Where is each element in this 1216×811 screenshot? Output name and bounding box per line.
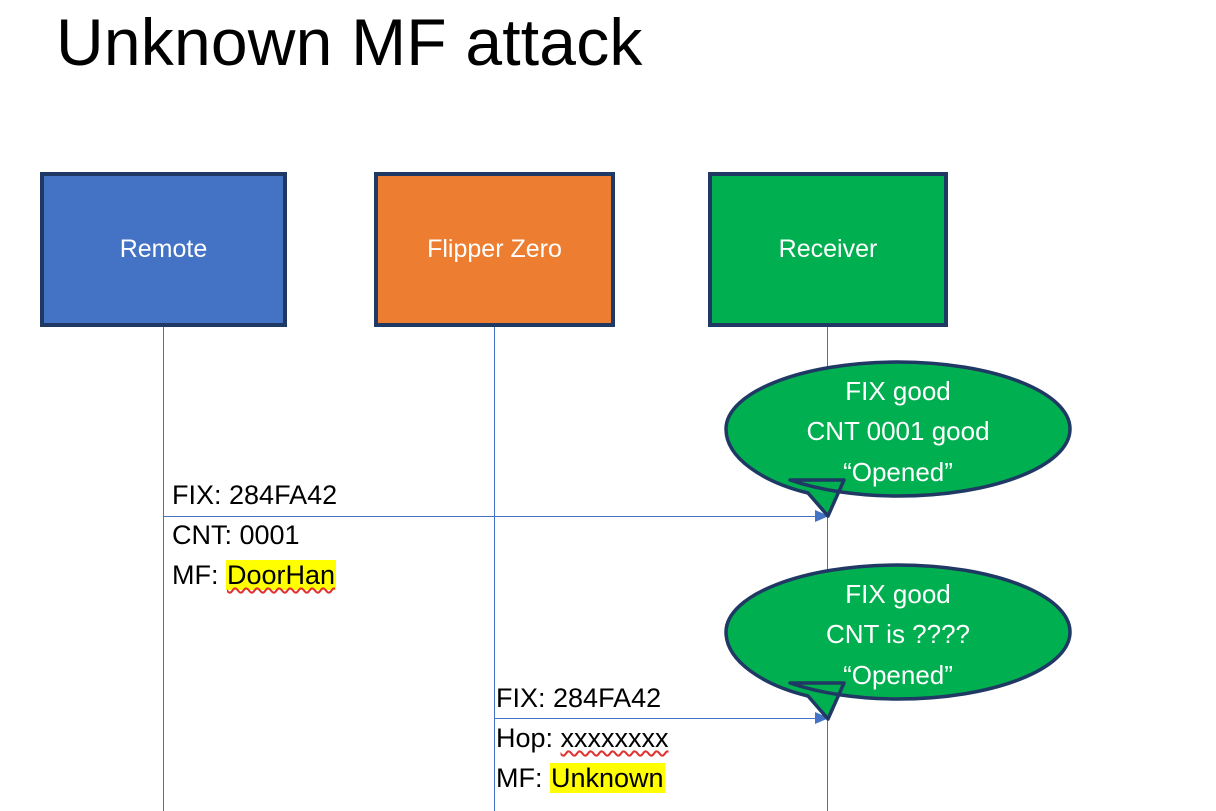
message-line: FIX: 284FA42 [172,476,337,516]
speech-bubble-shape [724,360,1072,518]
message-label-remote: FIX: 284FA42 CNT: 0001 MF: DoorHan [172,476,337,596]
actor-label-receiver: Receiver [778,235,878,263]
message-line-value: 284FA42 [229,480,338,510]
message-line-value: 284FA42 [553,683,662,713]
message-line: FIX: 284FA42 [496,679,669,719]
message-line-prefix: MF: [172,560,226,590]
speech-bubble-shape [724,563,1072,721]
message-line: MF: DoorHan [172,556,337,596]
speech-bubble-receiver-first: FIX good CNT 0001 good “Opened” [724,360,1072,518]
actor-label-flipper-zero: Flipper Zero [427,235,562,263]
actor-box-remote[interactable]: Remote [40,172,287,327]
message-line-prefix: MF: [496,763,550,793]
message-line: CNT: 0001 [172,516,337,556]
speech-bubble-receiver-second: FIX good CNT is ???? “Opened” [724,563,1072,721]
lifeline-flipper [494,327,495,811]
message-line-prefix: Hop: [496,723,561,753]
actor-box-receiver[interactable]: Receiver [708,172,948,327]
message-line-prefix: FIX: [172,480,230,510]
actor-box-flipper-zero[interactable]: Flipper Zero [374,172,615,327]
message-line-value: xxxxxxxx [560,723,669,753]
message-label-flipper: FIX: 284FA42 Hop: xxxxxxxx MF: Unknown [496,679,669,799]
message-line: Hop: xxxxxxxx [496,719,669,759]
message-line-prefix: CNT: [172,520,240,550]
message-line: MF: Unknown [496,759,669,799]
message-line-value: 0001 [239,520,300,550]
actor-label-remote: Remote [119,235,208,263]
message-line-value-highlighted: DoorHan [226,560,337,590]
message-line-value-highlighted: Unknown [550,763,665,793]
lifeline-remote [163,327,164,811]
page-title: Unknown MF attack [56,5,643,79]
message-line-prefix: FIX: [496,683,554,713]
